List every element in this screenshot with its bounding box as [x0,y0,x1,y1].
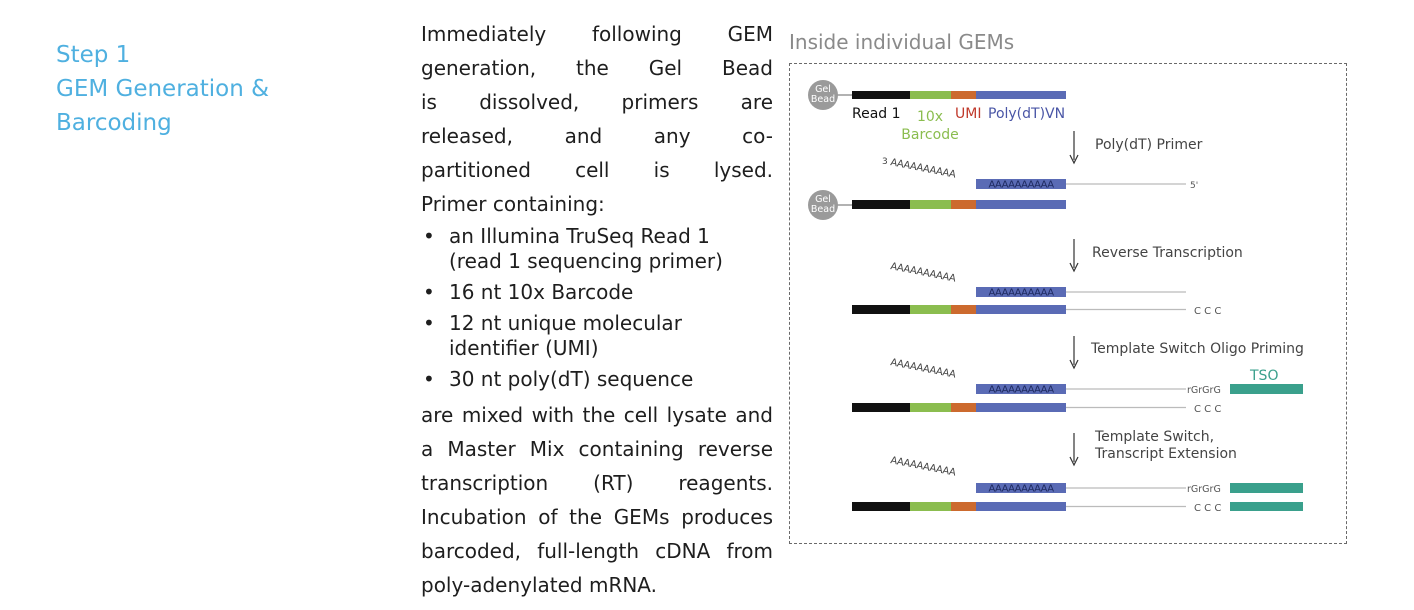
tso-label: TSO [1249,368,1278,384]
polya-tail: AAAAAAAAAA [889,157,956,181]
polya-tail: AAAAAAAAAA [889,455,956,479]
gel-bead-icon [808,190,838,220]
step-label-template-switch-line2: Transcript Extension [1094,446,1237,462]
barcode-segment [910,91,951,99]
desc-line: released, and any co- [421,124,773,148]
polya-tail: AAAAAAAAAA [889,357,956,381]
arrow-down-icon [1069,456,1079,467]
umi-segment [951,502,976,511]
polydt-segment [976,91,1066,99]
gel-bead-icon [808,80,838,110]
read1-label: Read 1 [852,106,901,122]
gem-diagram-box: Gel Bead Read 1 10x Barcode UMI Poly(dT)… [789,63,1347,544]
gem-diagram: Gel Bead Read 1 10x Barcode UMI Poly(dT)… [808,80,1304,514]
umi-segment [951,305,976,314]
step-label-tso-priming: Template Switch Oligo Priming [1090,341,1304,357]
diagram-caption: Inside individual GEMs [789,30,1015,54]
ccc-label: C C C [1194,404,1221,415]
bullet-line: 16 nt 10x Barcode [449,280,634,304]
bullet-line: an Illumina TruSeq Read 1 [449,224,710,248]
polya-tail: AAAAAAAAAA [889,261,956,285]
polydt-segment [976,403,1066,412]
polya-inner: AAAAAAAAAA [989,385,1055,396]
step-heading: Step 1 GEM Generation & Barcoding [56,38,269,140]
rgrgrg-label: rGrGrG [1187,484,1221,495]
tso-complement-segment [1230,502,1303,511]
bullet-line: identifier (UMI) [449,336,599,360]
polydt-segment [976,502,1066,511]
step-label-polydt-primer: Poly(dT) Primer [1095,137,1203,153]
step-label-template-switch-line1: Template Switch, [1094,429,1214,445]
barcode-segment [910,305,951,314]
barcode-label-line1: 10x [917,109,943,125]
read1-segment [852,403,910,412]
desc-line: transcription (RT) reagents. [421,471,773,495]
step-label-reverse-transcription: Reverse Transcription [1092,245,1243,261]
polya-bar [976,179,1066,189]
step-title-line2: Barcoding [56,110,172,136]
umi-segment [951,200,976,209]
bullet-line: (read 1 sequencing primer) [449,249,723,273]
three-prime-label: 3 [882,157,888,167]
description-text: Immediately following GEM generation, th… [421,17,773,602]
read1-segment [852,502,910,511]
list-item: an Illumina TruSeq Read 1 (read 1 sequen… [421,224,773,274]
step-title-line1: GEM Generation & [56,76,270,102]
primer-intro: Primer containing: [421,192,605,216]
polydt-segment [976,305,1066,314]
polya-inner: AAAAAAAAAA [989,288,1055,299]
barcode-segment [910,403,951,412]
polya-inner: AAAAAAAAAA [989,180,1055,191]
desc-line: barcoded, full-length cDNA from [421,539,773,563]
bead-label-line1: Gel [815,84,831,95]
arrow-down-icon [1069,154,1079,165]
ccc-label: C C C [1194,503,1221,514]
desc-line: generation, the Gel Bead [421,56,773,80]
rgrgrg-label: rGrGrG [1187,385,1221,396]
desc-line: a Master Mix containing reverse [421,437,773,461]
bullet-line: 30 nt poly(dT) sequence [449,367,694,391]
desc-line: Immediately following GEM [421,22,773,46]
barcode-segment [910,200,951,209]
primer-components-list: an Illumina TruSeq Read 1 (read 1 sequen… [421,224,773,392]
umi-segment [951,91,976,99]
list-item: 12 nt unique molecular identifier (UMI) [421,311,773,361]
list-item: 30 nt poly(dT) sequence [421,367,773,392]
polya-bar [976,287,1066,297]
five-prime-label: 5' [1190,181,1198,191]
desc-line: poly-adenylated mRNA. [421,573,657,597]
read1-segment [852,305,910,314]
desc-line: is dissolved, primers are [421,90,773,114]
polya-bar [976,483,1066,493]
bullet-line: 12 nt unique molecular [449,311,682,335]
ccc-label: C C C [1194,306,1221,317]
barcode-segment [910,502,951,511]
tso-segment [1230,483,1303,493]
read1-segment [852,91,910,99]
polydt-segment [976,200,1066,209]
umi-segment [951,403,976,412]
umi-label: UMI [955,106,981,122]
polya-inner: AAAAAAAAAA [989,484,1055,495]
tso-segment [1230,384,1303,394]
barcode-label-line2: Barcode [901,127,958,143]
polya-bar [976,384,1066,394]
desc-line: partitioned cell is lysed. [421,158,773,182]
bead-label-line2: Bead [811,94,835,105]
read1-segment [852,200,910,209]
polydt-label: Poly(dT)VN [988,106,1065,122]
bead-label-line2: Bead [811,204,835,215]
list-item: 16 nt 10x Barcode [421,280,773,305]
arrow-down-icon [1069,262,1079,273]
step-number: Step 1 [56,42,131,68]
arrow-down-icon [1069,359,1079,370]
bead-label-line1: Gel [815,194,831,205]
desc-line: Incubation of the GEMs produces [421,505,773,529]
desc-line: are mixed with the cell lysate and [421,403,773,427]
